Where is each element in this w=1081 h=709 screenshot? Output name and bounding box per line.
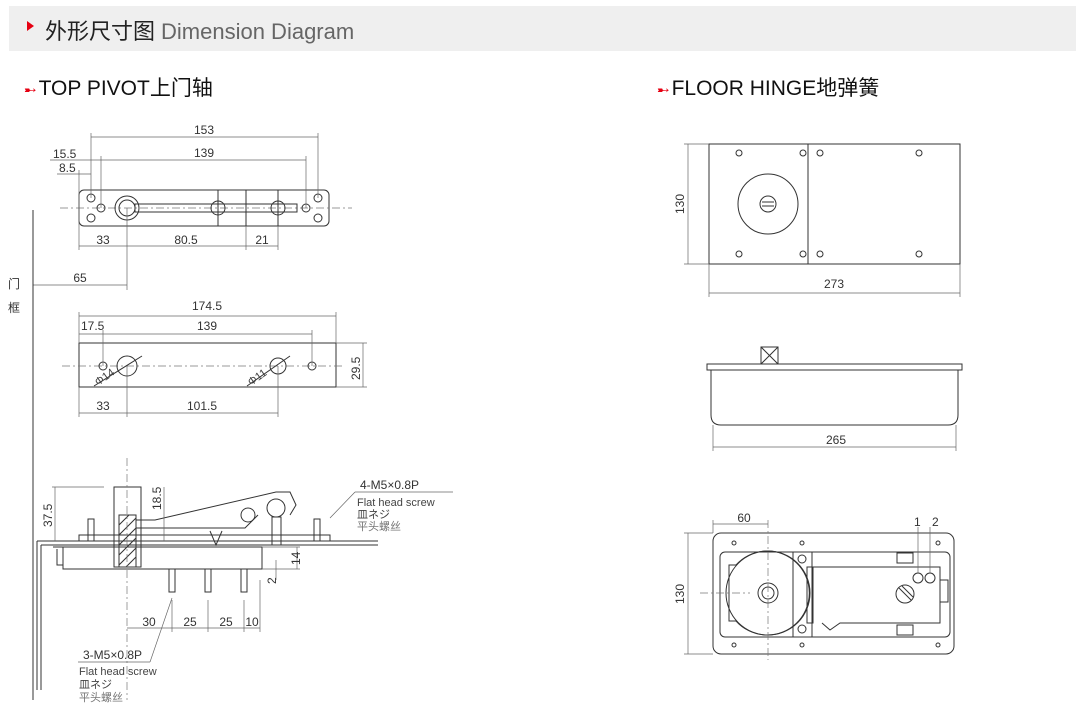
header-title-cn: 外形尺寸图: [45, 20, 156, 45]
top-pivot-side-view: 37.5 18.5 14 2 30 25 25 10 4-M5×0.8P Fla…: [36, 458, 453, 704]
dim-21: 21: [255, 233, 269, 247]
dim-30: 30: [142, 615, 156, 629]
screw-note-en: Flat head screw: [79, 666, 157, 678]
dim-15-5: 15.5: [53, 147, 77, 161]
dim-139: 139: [194, 146, 214, 160]
top-pivot-plan-view: 153 139 15.5 8.5 33 80.5 21 65: [33, 123, 352, 290]
screw-note-en: Flat head screw: [357, 497, 435, 509]
dim-139: 139: [197, 319, 217, 333]
floor-hinge-heading: ➸FLOOR HINGE地弹簧: [657, 72, 879, 102]
dim-2: 2: [265, 577, 279, 584]
dim-10: 10: [245, 615, 259, 629]
dim-18-5: 18.5: [150, 486, 164, 510]
dim-174-5: 174.5: [192, 299, 222, 313]
dim-60: 60: [737, 511, 751, 525]
dim-25: 25: [183, 615, 197, 629]
floor-hinge-top-view: 130 273: [673, 143, 961, 297]
arrow-bullet-icon: ➸: [24, 82, 37, 99]
dim-80-5: 80.5: [174, 233, 198, 247]
screw-note-jp: 皿ネジ: [79, 678, 112, 691]
diameter-14-label: Φ14: [93, 367, 117, 389]
part-labels-1-2: 1 2: [914, 515, 943, 529]
diameter-11-label: Φ11: [246, 367, 269, 388]
dim-273: 273: [824, 277, 844, 291]
door-frame-label: 框: [8, 301, 20, 315]
screw-note-jp: 皿ネジ: [357, 508, 390, 521]
door-frame-label: 门: [8, 276, 20, 291]
dim-153: 153: [194, 123, 214, 137]
dim-130: 130: [673, 194, 687, 214]
dim-65: 65: [73, 271, 87, 285]
arrow-bullet-icon: ➸: [657, 82, 670, 99]
header-title-en: Dimension Diagram: [161, 19, 355, 44]
dim-14: 14: [289, 551, 303, 565]
dim-101-5: 101.5: [187, 399, 217, 413]
dim-33: 33: [96, 233, 110, 247]
floor-hinge-title: FLOOR HINGE地弹簧: [671, 77, 880, 100]
floor-hinge-side-view: 265: [706, 346, 963, 451]
top-pivot-heading: ➸TOP PIVOT上门轴: [24, 72, 213, 102]
dim-33: 33: [96, 399, 110, 413]
screw-spec-top: 4-M5×0.8P: [360, 478, 419, 492]
screw-note-cn: 平头螺丝: [357, 520, 401, 533]
top-pivot-title: TOP PIVOT上门轴: [38, 77, 213, 100]
top-pivot-plate-view: 174.5 17.5 139 29.5 33 101.5 Φ14 Φ11: [62, 299, 367, 417]
dim-37-5: 37.5: [41, 503, 55, 527]
dim-17-5: 17.5: [81, 319, 105, 333]
triangle-bullet-icon: [27, 21, 34, 31]
dim-265: 265: [826, 433, 846, 447]
floor-hinge-bottom-view: 60 130 1 2: [673, 511, 955, 660]
screw-note-cn: 平头螺丝: [79, 691, 123, 704]
dim-25: 25: [219, 615, 233, 629]
dim-130: 130: [673, 584, 687, 604]
dim-29-5: 29.5: [349, 356, 363, 380]
dim-8-5: 8.5: [59, 161, 76, 175]
screw-spec-bottom: 3-M5×0.8P: [83, 648, 142, 662]
